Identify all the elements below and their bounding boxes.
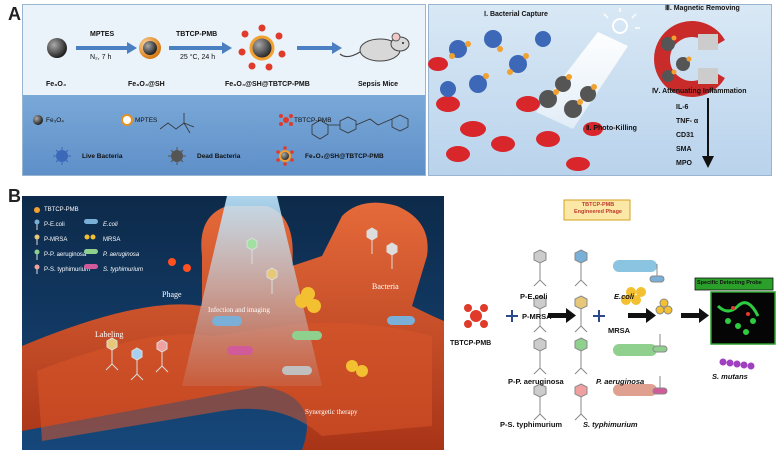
panel-a-letter: A <box>8 4 21 24</box>
dead-bacteria-legend-icon <box>168 147 186 165</box>
reaction-scheme <box>47 24 410 71</box>
b-legend-ecoli: E.coli <box>103 222 118 228</box>
step1-condition: N₂, 7 h <box>90 54 112 61</box>
probe-cells <box>716 301 760 335</box>
step1-reagent: MPTES <box>90 31 115 38</box>
live-bacteria-legend-icon <box>53 147 71 165</box>
phage-label-ecoli: P-E.coli <box>520 292 548 301</box>
tbtcp-legend-icon <box>279 114 293 126</box>
bacteria-label-ecoli: E.coli <box>614 292 635 301</box>
tbtcp-star-icon <box>464 304 488 328</box>
step-capture: Ⅰ. Bacterial Capture <box>484 11 548 18</box>
legend-dead-bacteria: Dead Bacteria <box>197 153 241 160</box>
b-legend-typh: S. typhimurium <box>103 267 144 273</box>
label-fe3o4-sh: Fe₃O₄@SH <box>128 81 165 88</box>
dead-bacteria-cluster <box>539 74 597 118</box>
panel-a-legend-band <box>23 95 425 175</box>
engineering-scheme <box>464 199 776 421</box>
arrow-3 <box>681 308 709 323</box>
structure-drawing <box>159 113 409 140</box>
b-legend-ptyph: P-S. typhimurium <box>44 267 91 273</box>
engineered-phage-column <box>574 249 588 421</box>
arrow-1 <box>548 308 576 323</box>
bacteria-label-mrsa: MRSA <box>608 326 631 335</box>
plus-icon <box>506 310 518 322</box>
step-removing: Ⅲ. Magnetic Removing <box>665 5 740 12</box>
scene-infection: Infection and imaging <box>208 306 270 314</box>
phage-group <box>105 227 398 381</box>
step-attenuating: Ⅳ. Attenuating Inflammation <box>652 88 747 95</box>
b-legend-icons <box>34 207 98 274</box>
label-nano: Fe₃O₄@SH@TBTCP-PMB <box>225 81 310 88</box>
fe3o4-legend-icon <box>33 115 43 125</box>
legend-fe3o4: Fe₃O₄ <box>46 117 64 124</box>
bacteria-group <box>212 287 415 377</box>
step2-reagent: TBTCP-PMB <box>176 31 218 38</box>
plus-icon-2 <box>593 310 605 322</box>
bacteria-column <box>613 260 657 396</box>
b-legend-paer: P-P. aeruginosa <box>44 252 87 258</box>
legend-live-bacteria: Live Bacteria <box>82 153 123 160</box>
scene-bacteria: Bacteria <box>372 282 399 291</box>
phage-label-aer: P-P. aeruginosa <box>508 377 564 386</box>
marker-cd31: CD31 <box>676 132 694 139</box>
phage-label-typh: P-S. typhimurium <box>500 420 563 429</box>
marker-tnf: TNF- α <box>676 118 699 125</box>
legend-mptes: MPTES <box>135 117 158 124</box>
capture-illustration <box>428 8 725 171</box>
legend-nano: Fe₃O₄@SH@TBTCP-PMB <box>305 153 384 160</box>
fe3o4-particle <box>47 38 67 58</box>
phage-label-mrsa: P-MRSA <box>522 312 552 321</box>
marker-mpo: MPO <box>676 160 692 167</box>
label-sepsis-mice: Sepsis Mice <box>358 81 399 88</box>
b-legend-mrsa: MRSA <box>103 237 121 243</box>
arrow-2 <box>628 308 656 323</box>
panel-b-letter: B <box>8 186 21 206</box>
probe-title: Specific Detecting Probe <box>697 280 762 286</box>
scheme-engineered: TBTCP-PMB Engineered Phage <box>574 202 622 215</box>
b-legend-pmrsa: P-MRSA <box>44 237 68 243</box>
nano-particle <box>249 35 275 61</box>
scene-phage: Phage <box>162 290 182 299</box>
bacteria-label-aer: P. aeruginosa <box>596 377 645 386</box>
step-killing: Ⅱ. Photo-Killing <box>586 125 637 132</box>
s-mutans-label: S. mutans <box>712 372 748 381</box>
scene-synergetic: Synergetic therapy <box>305 408 358 416</box>
b-legend-tbtcp: TBTCP-PMB <box>44 207 79 213</box>
b-legend-aer: P. aeruginosa <box>103 252 140 258</box>
marker-sma: SMA <box>676 146 692 153</box>
mptes-legend-icon <box>121 114 133 126</box>
probe-image <box>710 291 776 345</box>
engineered-label-box <box>563 199 631 221</box>
magnet-icon <box>654 21 725 97</box>
legend-icons <box>33 113 409 166</box>
scene-labeling: Labeling <box>95 330 124 339</box>
step2-condition: 25 °C, 24 h <box>180 54 216 61</box>
mouse-icon <box>339 32 410 62</box>
scheme-tbtcp: TBTCP-PMB <box>450 340 492 347</box>
bacteria-label-typh: S. typhimurium <box>583 420 638 429</box>
nano-legend-icon <box>276 146 294 166</box>
tbtcp-star-icons <box>168 258 191 272</box>
label-fe3o4: Fe₃O₄ <box>46 81 67 88</box>
light-beam-b <box>182 196 322 386</box>
live-bacteria-cluster <box>440 30 551 97</box>
s-mutans-icon <box>719 358 755 370</box>
light-beam <box>536 32 628 129</box>
light-bulb-icon <box>603 8 640 34</box>
phage-column <box>533 249 547 421</box>
b-legend-pecoli: P-E.coli <box>44 222 65 228</box>
legend-tbtcp: TBTCP-PMB <box>294 117 332 124</box>
marker-il6: IL-6 <box>676 104 689 111</box>
labeled-bacteria-column <box>649 264 673 395</box>
probe-title-bg <box>694 277 774 291</box>
